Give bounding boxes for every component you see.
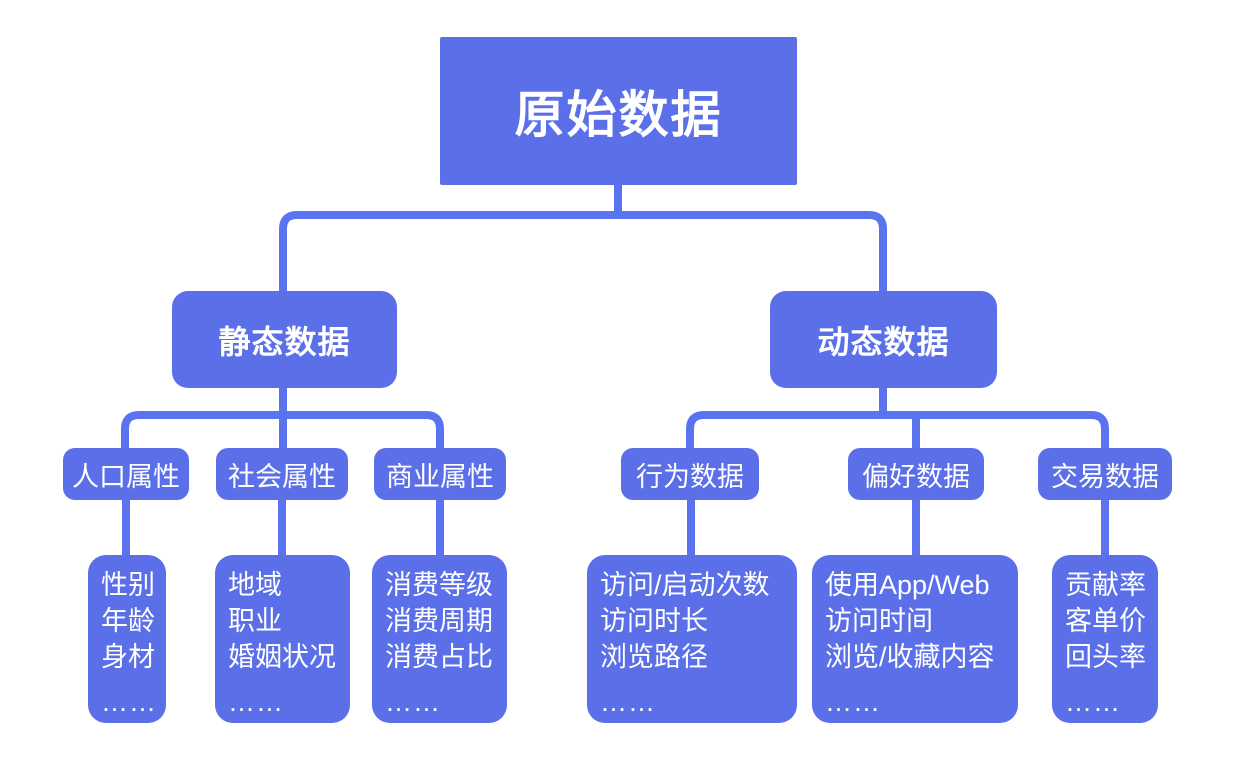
connector-static-rail (121, 411, 444, 448)
root-node-raw-data: 原始数据 (440, 37, 797, 185)
child-node-social: 社会属性 (216, 448, 348, 500)
leaf-item: 客单价 (1065, 606, 1146, 636)
branch-node-dynamic-data: 动态数据 (770, 291, 997, 388)
leaf-item: 性别 (101, 570, 155, 600)
leaf-item: 访问时长 (600, 606, 708, 636)
leaf-item: 职业 (228, 606, 282, 636)
leaf-item: 访问时间 (825, 606, 933, 636)
leaf-node-demographic-items: 性别 年龄 身材 …… (88, 555, 166, 723)
branch-node-label: 静态数据 (218, 323, 351, 360)
leaf-item: 浏览路径 (600, 642, 708, 672)
root-node-label: 原始数据 (514, 87, 723, 143)
leaf-ellipsis: …… (228, 687, 284, 717)
branch-node-label: 动态数据 (817, 323, 950, 360)
child-node-demographic: 人口属性 (63, 448, 189, 500)
leaf-node-commercial-items: 消费等级 消费周期 消费占比 …… (372, 555, 507, 723)
connector-dynamic-rail (686, 411, 1109, 448)
child-node-label: 商业属性 (386, 461, 494, 492)
branch-node-static-data: 静态数据 (172, 291, 397, 388)
leaf-item: 回头率 (1065, 642, 1146, 672)
leaf-node-social-items: 地域 职业 婚姻状况 …… (215, 555, 350, 723)
child-node-label: 社会属性 (228, 461, 336, 492)
leaf-item: 地域 (228, 570, 282, 600)
leaf-ellipsis: …… (825, 687, 881, 717)
leaf-item: 年龄 (101, 606, 155, 636)
leaf-node-behavior-items: 访问/启动次数 访问时长 浏览路径 …… (587, 555, 797, 723)
leaf-item: 使用App/Web (825, 570, 990, 600)
leaf-node-transaction-items: 贡献率 客单价 回头率 …… (1052, 555, 1158, 723)
leaf-ellipsis: …… (101, 687, 157, 717)
leaf-item: 消费周期 (385, 606, 493, 636)
child-node-label: 人口属性 (72, 461, 180, 492)
child-node-commercial: 商业属性 (374, 448, 506, 500)
leaf-ellipsis: …… (1065, 687, 1121, 717)
child-node-behavior: 行为数据 (621, 448, 759, 500)
leaf-item: 消费等级 (385, 570, 493, 600)
leaf-item: 贡献率 (1065, 570, 1146, 600)
leaf-node-preference-items: 使用App/Web 访问时间 浏览/收藏内容 …… (812, 555, 1018, 723)
leaf-item: 消费占比 (385, 642, 493, 672)
connector-level1-rail (279, 211, 887, 291)
child-node-preference: 偏好数据 (848, 448, 984, 500)
leaf-item: 婚姻状况 (228, 642, 336, 672)
leaf-item: 浏览/收藏内容 (825, 642, 995, 672)
child-node-label: 偏好数据 (862, 461, 970, 492)
child-node-label: 行为数据 (636, 461, 744, 492)
leaf-ellipsis: …… (385, 687, 441, 717)
child-node-transaction: 交易数据 (1038, 448, 1172, 500)
leaf-item: 身材 (101, 642, 155, 672)
leaf-item: 访问/启动次数 (600, 570, 770, 600)
child-node-label: 交易数据 (1051, 461, 1159, 492)
leaf-ellipsis: …… (600, 687, 656, 717)
